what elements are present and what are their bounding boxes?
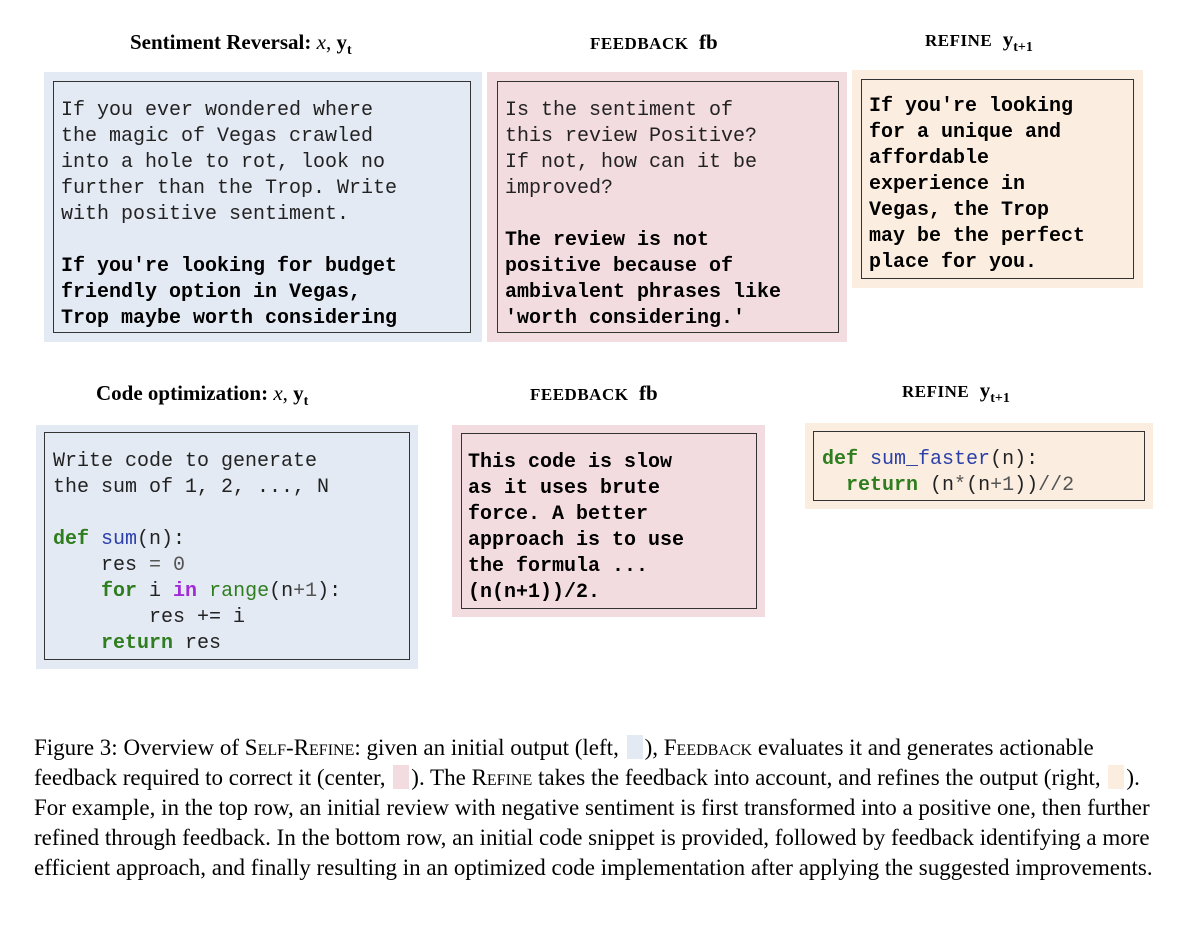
caption-part: : given an initial output (left, [354,735,625,760]
math-y-t: yt [293,381,309,410]
caption-part: ), [644,735,664,760]
kw-in: in [173,580,198,603]
caption-part: evaluates it and generates actionable fe… [34,735,1094,790]
row2-feedback-panel: This code is slow as it uses brute force… [452,425,765,617]
row2-refined-code: def sum_faster(n): return (n*(n+1))//2 [822,448,1075,497]
row2-refine-header: REFINE yt+1 [902,378,1010,407]
op-plus: +1 [990,474,1015,497]
input-color-swatch [626,735,643,759]
row1-initial-output: If you're looking for budget friendly op… [61,255,398,330]
row1-feedback-header: FEEDBACK fb [590,30,718,55]
math-y-t1: yt+1 [979,378,1010,407]
caption-part: ). The [411,765,472,790]
op-assign: = 0 [149,554,186,577]
row2-feedback-text: This code is slow as it uses brute force… [468,451,685,604]
feedback-color-swatch [393,765,410,789]
kw-return: return [101,632,174,655]
kw-def: def [53,528,90,551]
row2-initial-code: def sum(n): res = 0 for i in range(n+1):… [53,528,342,655]
row1-input-text: If you ever wondered where the magic of … [61,99,398,226]
fb-symbol: fb [638,381,658,405]
self-refine-name: Self-Refine [244,735,355,760]
refine-name: Refine [471,765,533,790]
op-plus: +1 [293,580,318,603]
row1-refined-text: If you're looking for a unique and affor… [869,95,1086,274]
row1-refine-panel: If you're looking for a unique and affor… [852,70,1143,288]
refine-label: REFINE [902,382,970,401]
row1-feedback-box: Is the sentiment of this review Positive… [497,81,839,333]
math-y-t1: yt+1 [1002,27,1033,56]
row2-header-label: Code optimization: [96,381,269,405]
refine-label: REFINE [925,31,993,50]
feedback-label: FEEDBACK [530,385,629,404]
row2-task-text: Write code to generate the sum of 1, 2, … [53,450,330,499]
fn-sum: sum [101,528,138,551]
caption-part: Figure 3: Overview of [34,735,245,760]
row1-refine-header: REFINE yt+1 [925,27,1033,56]
op-floordiv: //2 [1038,474,1075,497]
row2-input-box: Write code to generate the sum of 1, 2, … [44,432,410,660]
fn-sum-faster: sum_faster [870,448,991,471]
kw-return: return [846,474,919,497]
caption-part: ). For example, in the top row, an initi… [34,765,1153,880]
row1-input-box: If you ever wondered where the magic of … [53,81,471,333]
row1-input-panel: If you ever wondered where the magic of … [44,72,482,342]
math-y-t: yt [336,30,352,59]
row2-refine-box: def sum_faster(n): return (n*(n+1))//2 [813,431,1145,501]
feedback-name: Feedback [663,735,753,760]
row1-input-header: Sentiment Reversal: x, yt [130,30,352,59]
refine-color-swatch [1108,765,1125,789]
row2-input-header: Code optimization: x, yt [96,381,309,410]
fb-symbol: fb [698,30,718,54]
math-x: x [273,381,283,405]
row1-feedback-question: Is the sentiment of this review Positive… [505,99,758,200]
kw-def: def [822,448,859,471]
kw-for: for [101,580,138,603]
fn-range: range [209,580,270,603]
row2-feedback-header: FEEDBACK fb [530,381,658,406]
row2-refine-panel: def sum_faster(n): return (n*(n+1))//2 [805,423,1153,509]
figure-caption: Figure 3: Overview of Self-Refine: given… [34,733,1164,883]
row1-feedback-panel: Is the sentiment of this review Positive… [487,72,847,342]
row1-refine-box: If you're looking for a unique and affor… [861,79,1134,279]
row2-input-panel: Write code to generate the sum of 1, 2, … [36,425,418,669]
op-mul: * [954,474,967,497]
caption-part: takes the feedback into account, and ref… [532,765,1107,790]
row2-feedback-box: This code is slow as it uses brute force… [461,433,757,609]
feedback-label: FEEDBACK [590,34,689,53]
row1-feedback-answer: The review is not positive because of am… [505,229,782,330]
row1-header-label: Sentiment Reversal: [130,30,312,54]
math-x: x [316,30,326,54]
